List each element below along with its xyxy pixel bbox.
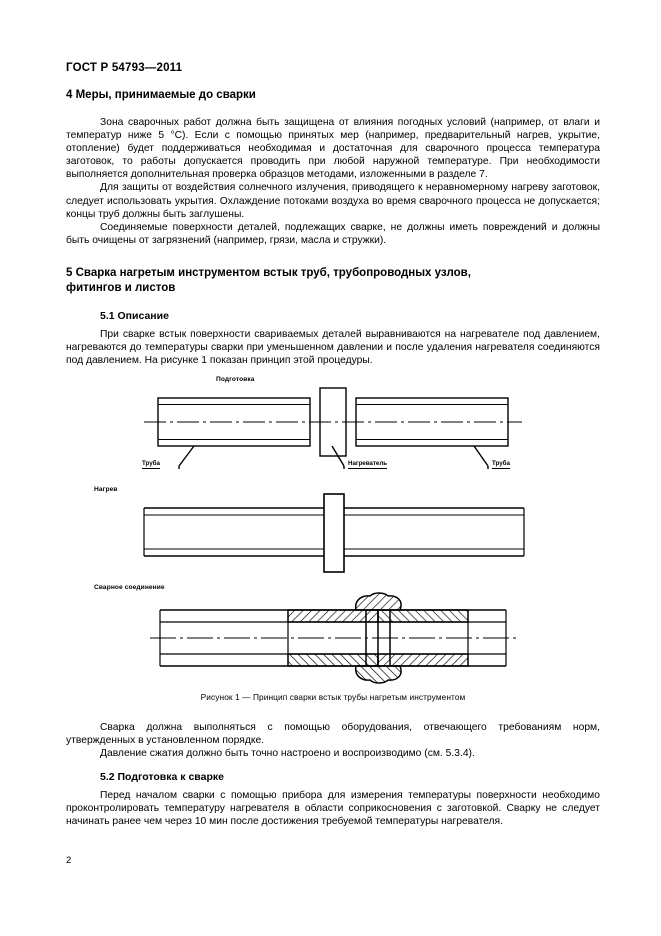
section-5-2-paragraph-1: Перед началом сварки с помощью прибора д… xyxy=(66,789,600,827)
page-number: 2 xyxy=(66,855,72,866)
section-4-paragraph-2: Для защиты от воздействия солнечного изл… xyxy=(66,182,600,220)
figure-panel-welded-joint: Сварное соединение xyxy=(66,584,600,692)
figure-callout-pipe-left: Труба xyxy=(142,460,160,470)
figure-panel-heating-title: Нагрев xyxy=(94,486,118,494)
section-5-2-heading: 5.2 Подготовка к сварке xyxy=(100,770,224,783)
figure-panel-welded-joint-title: Сварное соединение xyxy=(94,584,165,592)
section-4-paragraph-3: Соединяемые поверхности деталей, подлежа… xyxy=(66,221,600,246)
figure-callout-pipe-right: Труба xyxy=(492,460,510,470)
figure-panel-heating-drawing xyxy=(143,493,525,574)
figure-panel-preparation-title: Подготовка xyxy=(216,376,255,384)
section-5-heading-line-1: 5 Сварка нагретым инструментом встык тру… xyxy=(66,266,471,279)
figure-panel-preparation: Подготовка xyxy=(66,376,600,484)
figure-panel-welded-joint-drawing xyxy=(150,592,516,684)
document-body: 4 Меры, принимаемые до сварки Зона сваро… xyxy=(66,88,600,828)
figure-1-caption: Рисунок 1 — Принцип сварки встык трубы н… xyxy=(200,692,466,703)
document-header: ГОСТ Р 54793—2011 xyxy=(66,62,183,74)
figure-panel-heating: Нагрев xyxy=(66,484,600,584)
section-5-1-paragraph-1: При сварке встык поверхности свариваемых… xyxy=(66,328,600,367)
figure-1: Подготовка xyxy=(66,376,600,702)
figure-panel-preparation-drawing xyxy=(144,387,522,470)
section-4-heading: 4 Меры, принимаемые до сварки xyxy=(66,89,256,101)
section-4-paragraph-1: Зона сварочных работ должна быть защищен… xyxy=(66,117,600,181)
after-figure-paragraph-1: Сварка должна выполняться с помощью обор… xyxy=(66,722,600,747)
figure-callout-heater: Нагреватель xyxy=(348,460,388,470)
section-5-1-heading: 5.1 Описание xyxy=(100,309,169,322)
section-5-heading-line-2: фитингов и листов xyxy=(66,281,176,294)
after-figure-paragraph-2: Давление сжатия должно быть точно настро… xyxy=(100,748,475,760)
